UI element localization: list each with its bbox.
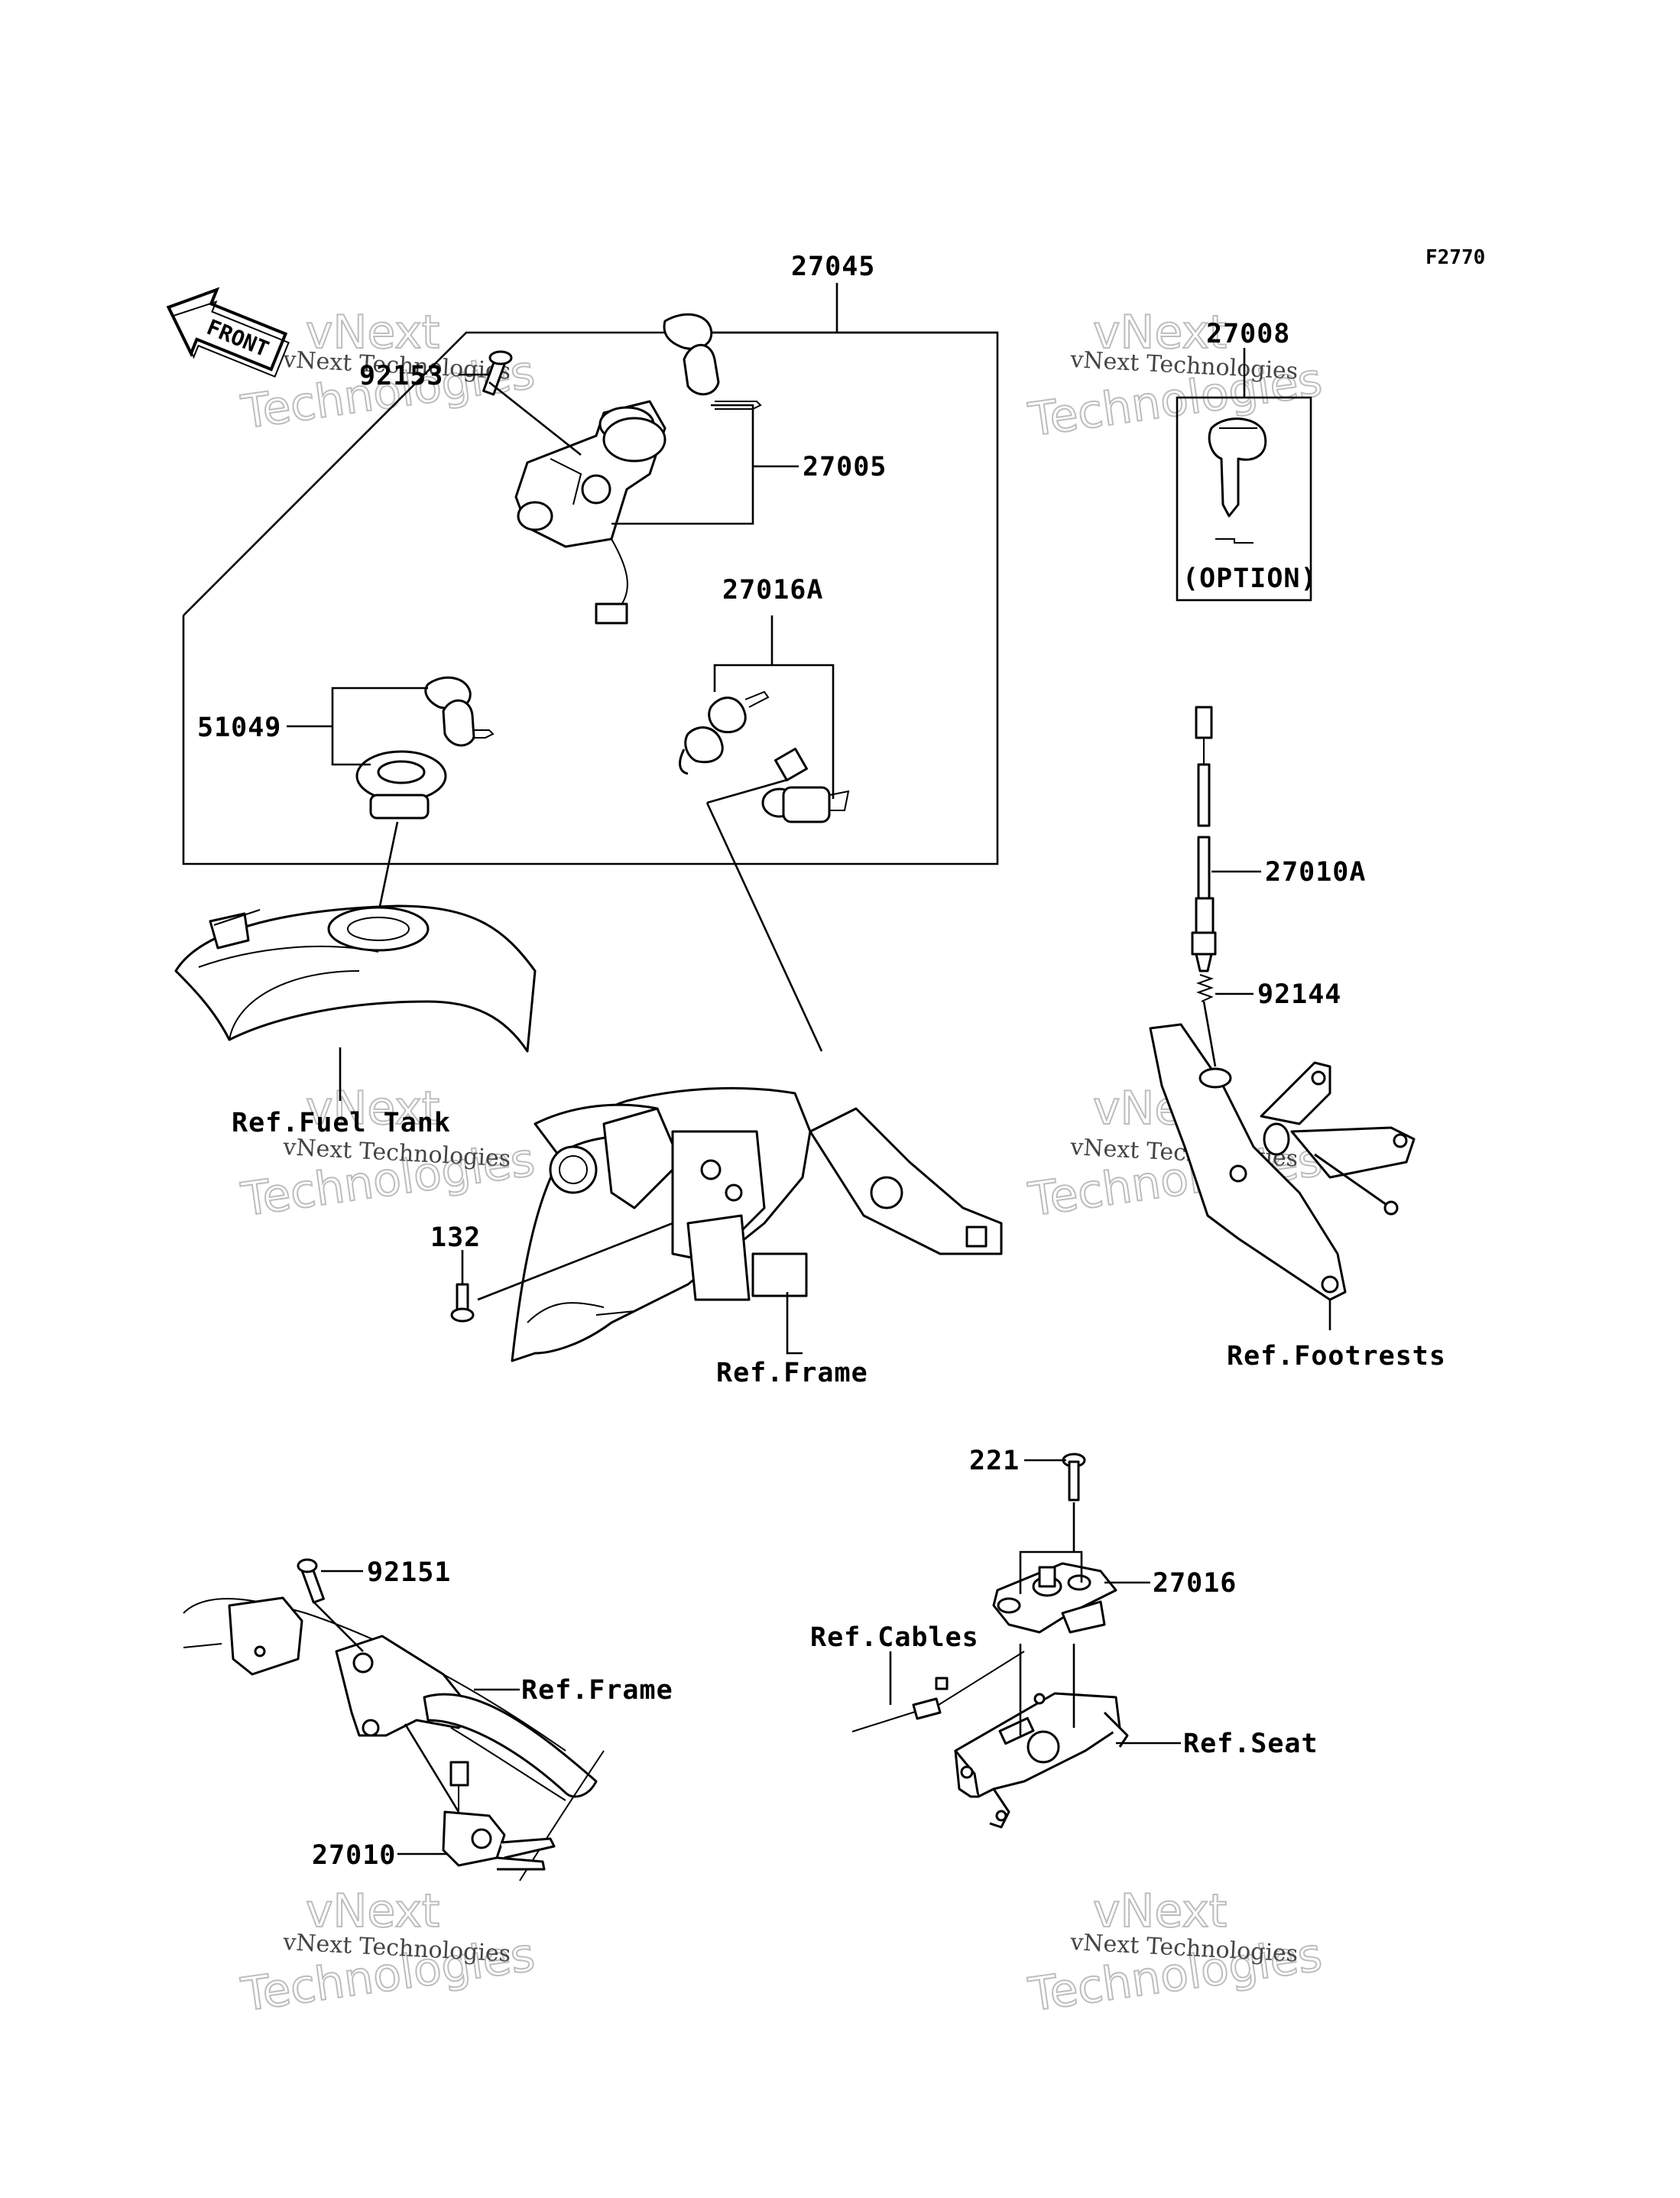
label-221: 221 [969,1446,1020,1476]
label-ref-seat: Ref.Seat [1183,1729,1318,1759]
frame-bottom-part [183,1596,605,1881]
footrest-bracket-part [1149,1023,1416,1301]
seat-lock-part [992,1562,1117,1634]
label-ref-frame-top: Ref.Frame [716,1358,868,1388]
label-ref-fuel-tank: Ref.Fuel Tank [232,1108,451,1138]
label-27010a: 27010A [1265,857,1366,888]
switch-27010a-part [1191,706,1217,972]
fuel-cap-keys-icon [424,676,495,747]
bolt-221-icon [1062,1453,1086,1502]
label-92153: 92153 [359,361,443,391]
svg-text:vNext: vNext [306,1885,439,1938]
fuel-tank-part [174,904,537,1053]
option-key-icon [1208,417,1267,544]
svg-text:vNext: vNext [1093,1885,1227,1938]
fuel-cap-icon [355,750,447,820]
frame-top-part [511,1086,1003,1362]
option-label: (OPTION) [1182,563,1318,594]
label-92151: 92151 [367,1557,451,1588]
watermark-bottom-right: vNext Technologies vNext Technologies [1024,1884,1325,2023]
svg-text:vNext: vNext [306,1082,439,1135]
bolt-132-icon [450,1283,475,1323]
label-27016: 27016 [1153,1568,1237,1599]
label-51049: 51049 [197,713,281,743]
bolt-92153-icon [482,350,513,396]
label-27005: 27005 [803,452,887,482]
bolt-92151-icon [297,1558,325,1604]
svg-text:vNext: vNext [1093,306,1227,359]
label-27016a: 27016A [722,575,823,606]
cable-part [851,1651,1025,1732]
watermark-bottom-left: vNext Technologies vNext Technologies [237,1884,538,2023]
diagram-code: F2770 [1425,246,1485,269]
switch-27010-part [442,1761,556,1871]
front-arrow-icon: FRONT [166,287,290,378]
lock-a-keys-icon [679,690,770,775]
lock-a-body-icon [761,748,850,823]
label-27008: 27008 [1206,319,1290,349]
ignition-switch-part [514,400,666,625]
watermark-mid-left: vNext Technologies vNext Technologies [237,1081,538,1228]
label-ref-cables: Ref.Cables [810,1622,979,1653]
label-27010: 27010 [312,1840,396,1871]
ignition-set-outline [182,283,999,865]
label-132: 132 [430,1222,481,1253]
spring-92144-icon [1195,974,1215,1002]
label-ref-frame-bottom: Ref.Frame [521,1675,673,1706]
svg-text:vNext: vNext [306,306,439,359]
ignition-keys-icon [663,313,762,410]
label-92144: 92144 [1257,979,1341,1010]
label-ref-footrests: Ref.Footrests [1227,1341,1446,1372]
seat-bracket-part [954,1692,1129,1829]
label-27045: 27045 [791,252,875,282]
